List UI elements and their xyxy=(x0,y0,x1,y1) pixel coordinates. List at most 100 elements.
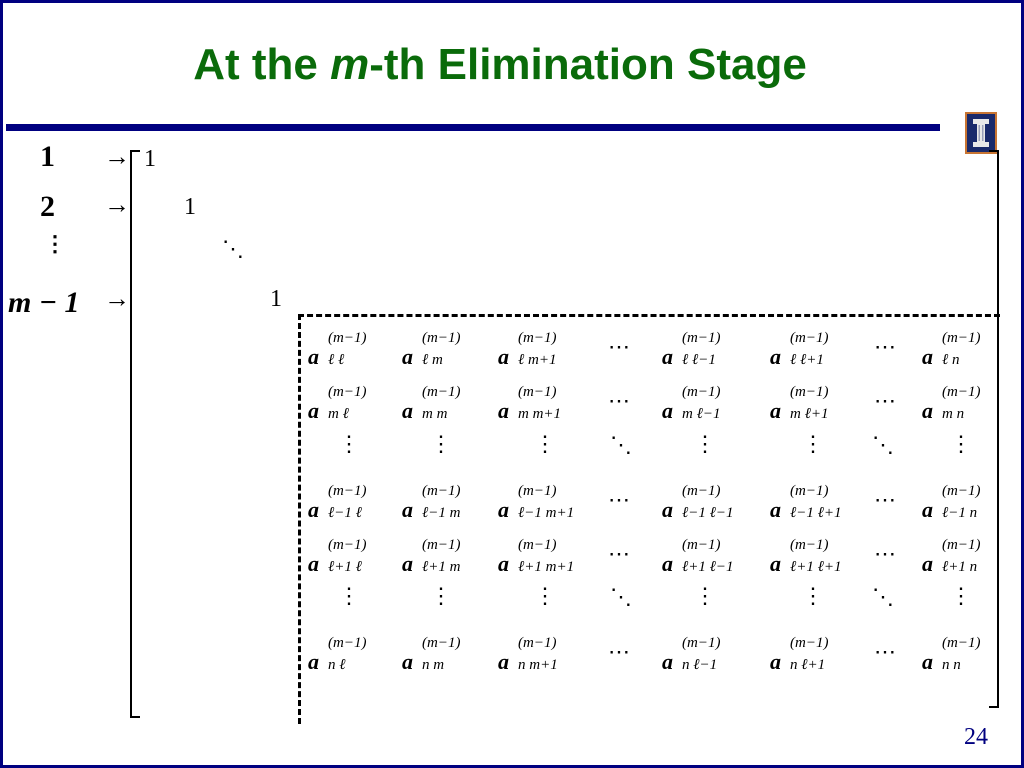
entry-base: a xyxy=(662,551,673,576)
entry-subscript: n m+1 xyxy=(518,657,558,673)
entry-subscript: ℓ−1 ℓ−1 xyxy=(682,505,734,521)
entry-subscript: ℓ−1 m+1 xyxy=(518,505,575,521)
title-prefix: At the xyxy=(193,40,331,89)
entry-superscript: (m−1) xyxy=(682,483,721,499)
entry-superscript: (m−1) xyxy=(790,384,829,400)
entry-base: a xyxy=(308,398,319,423)
title-suffix: -th Elimination Stage xyxy=(369,40,807,89)
entry-base: a xyxy=(922,551,933,576)
entry-base: a xyxy=(402,344,413,369)
entry-superscript: (m−1) xyxy=(518,483,557,499)
matrix-hdots: ⋯ xyxy=(608,541,630,566)
matrix-ddots: ⋱ xyxy=(872,432,894,457)
entry-base: a xyxy=(922,398,933,423)
entry-base: a xyxy=(662,344,673,369)
entry-subscript: m ℓ xyxy=(328,406,349,422)
entry-subscript: ℓ−1 m xyxy=(422,505,461,521)
entry-subscript: ℓ+1 m+1 xyxy=(518,559,575,575)
entry-superscript: (m−1) xyxy=(328,384,367,400)
row-arrow-m-minus-1: → xyxy=(104,284,130,313)
entry-subscript: m ℓ−1 xyxy=(682,406,721,422)
entry-superscript: (m−1) xyxy=(942,635,981,651)
row-label-m-minus-1: m − 1 xyxy=(8,286,80,319)
entry-base: a xyxy=(308,344,319,369)
matrix-vdots: ⋮ xyxy=(694,431,716,456)
matrix-vdots: ⋮ xyxy=(338,431,360,456)
matrix-hdots: ⋯ xyxy=(874,487,896,512)
entry-base: a xyxy=(770,398,781,423)
entry-superscript: (m−1) xyxy=(328,635,367,651)
entry-base: a xyxy=(770,551,781,576)
entry-subscript: ℓ m+1 xyxy=(518,352,557,368)
entry-superscript: (m−1) xyxy=(422,537,461,553)
entry-base: a xyxy=(662,649,673,674)
entry-superscript: (m−1) xyxy=(518,537,557,553)
entry-subscript: ℓ ℓ−1 xyxy=(682,352,716,368)
entry-base: a xyxy=(308,497,319,522)
entry-superscript: (m−1) xyxy=(422,483,461,499)
title-variable: m xyxy=(330,40,370,89)
entry-base: a xyxy=(402,649,413,674)
row-arrow-2: → xyxy=(104,190,130,219)
entry-superscript: (m−1) xyxy=(790,537,829,553)
entry-superscript: (m−1) xyxy=(518,384,557,400)
entry-subscript: ℓ ℓ xyxy=(328,352,345,368)
identity-entry-1: 1 xyxy=(144,146,156,172)
entry-base: a xyxy=(922,497,933,522)
entry-base: a xyxy=(308,551,319,576)
matrix-vdots: ⋮ xyxy=(802,431,824,456)
matrix-vdots: ⋮ xyxy=(430,583,452,608)
entry-base: a xyxy=(770,497,781,522)
entry-base: a xyxy=(402,497,413,522)
row-label-vdots: ⋮ xyxy=(44,231,66,256)
entry-superscript: (m−1) xyxy=(328,537,367,553)
active-submatrix-box xyxy=(298,314,1000,724)
matrix-ddots: ⋱ xyxy=(610,584,632,609)
entry-base: a xyxy=(402,551,413,576)
slide-title: At the m-th Elimination Stage xyxy=(0,40,1000,90)
entry-subscript: ℓ+1 ℓ xyxy=(328,559,362,575)
entry-superscript: (m−1) xyxy=(328,483,367,499)
entry-subscript: n ℓ xyxy=(328,657,346,673)
entry-superscript: (m−1) xyxy=(942,330,981,346)
entry-subscript: ℓ+1 n xyxy=(942,559,978,575)
entry-subscript: m m xyxy=(422,406,448,422)
row-label-2: 2 xyxy=(40,190,55,223)
identity-ddots: ⋱ xyxy=(222,236,244,261)
entry-base: a xyxy=(922,344,933,369)
entry-superscript: (m−1) xyxy=(682,537,721,553)
entry-superscript: (m−1) xyxy=(422,635,461,651)
matrix-vdots: ⋮ xyxy=(694,583,716,608)
entry-base: a xyxy=(498,649,509,674)
entry-base: a xyxy=(498,497,509,522)
entry-subscript: ℓ+1 m xyxy=(422,559,461,575)
matrix-vdots: ⋮ xyxy=(534,431,556,456)
identity-entry-2: 1 xyxy=(184,194,196,220)
entry-superscript: (m−1) xyxy=(942,537,981,553)
matrix-hdots: ⋯ xyxy=(608,334,630,359)
entry-subscript: ℓ ℓ+1 xyxy=(790,352,824,368)
entry-base: a xyxy=(770,649,781,674)
entry-subscript: ℓ+1 ℓ+1 xyxy=(790,559,842,575)
matrix-hdots: ⋯ xyxy=(874,541,896,566)
entry-subscript: ℓ m xyxy=(422,352,443,368)
entry-base: a xyxy=(922,649,933,674)
entry-subscript: m n xyxy=(942,406,965,422)
matrix-vdots: ⋮ xyxy=(338,583,360,608)
entry-subscript: n n xyxy=(942,657,961,673)
matrix-hdots: ⋯ xyxy=(608,639,630,664)
entry-superscript: (m−1) xyxy=(422,384,461,400)
entry-superscript: (m−1) xyxy=(422,330,461,346)
entry-subscript: m ℓ+1 xyxy=(790,406,829,422)
entry-superscript: (m−1) xyxy=(518,330,557,346)
matrix-hdots: ⋯ xyxy=(608,388,630,413)
entry-subscript: ℓ−1 ℓ+1 xyxy=(790,505,842,521)
matrix-hdots: ⋯ xyxy=(874,388,896,413)
entry-superscript: (m−1) xyxy=(790,330,829,346)
entry-superscript: (m−1) xyxy=(682,635,721,651)
entry-base: a xyxy=(662,398,673,423)
entry-superscript: (m−1) xyxy=(682,330,721,346)
entry-superscript: (m−1) xyxy=(942,483,981,499)
entry-superscript: (m−1) xyxy=(682,384,721,400)
entry-superscript: (m−1) xyxy=(942,384,981,400)
